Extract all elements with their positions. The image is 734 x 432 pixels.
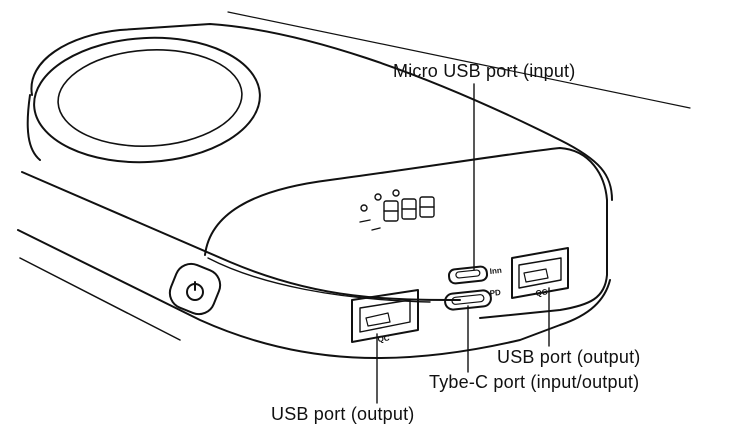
- type-c-port[interactable]: [444, 289, 492, 311]
- front-panel-outline: [204, 147, 608, 319]
- led-display: [359, 189, 435, 231]
- usb-right-mark: QC: [535, 287, 548, 298]
- top-edge-line: [227, 11, 691, 109]
- micro-usb-label: Micro USB port (input): [393, 61, 576, 81]
- usb-left-mark: QC: [377, 333, 390, 344]
- power-button[interactable]: [165, 259, 225, 319]
- device-side-band-bottom: [17, 229, 611, 360]
- wireless-charging-ring-inner: [57, 49, 243, 147]
- usb-output-left-label: USB port (output): [271, 404, 415, 424]
- device-base-line: [19, 257, 181, 341]
- usb-port-right[interactable]: [511, 247, 569, 299]
- front-panel-lower-edge: [207, 257, 431, 303]
- micro-usb-port[interactable]: [447, 265, 489, 285]
- usb-output-right-label: USB port (output): [497, 347, 641, 367]
- type-c-label: Tybe-C port (input/output): [429, 372, 640, 392]
- type-c-mark: PD: [489, 288, 501, 298]
- micro-usb-mark: Inn: [489, 266, 502, 276]
- usb-port-left[interactable]: [351, 289, 419, 343]
- device-left-edge: [26, 94, 41, 161]
- wireless-charging-ring-outer: [33, 36, 261, 164]
- device-side-band-top: [21, 171, 461, 301]
- device-top-outline: [30, 23, 613, 201]
